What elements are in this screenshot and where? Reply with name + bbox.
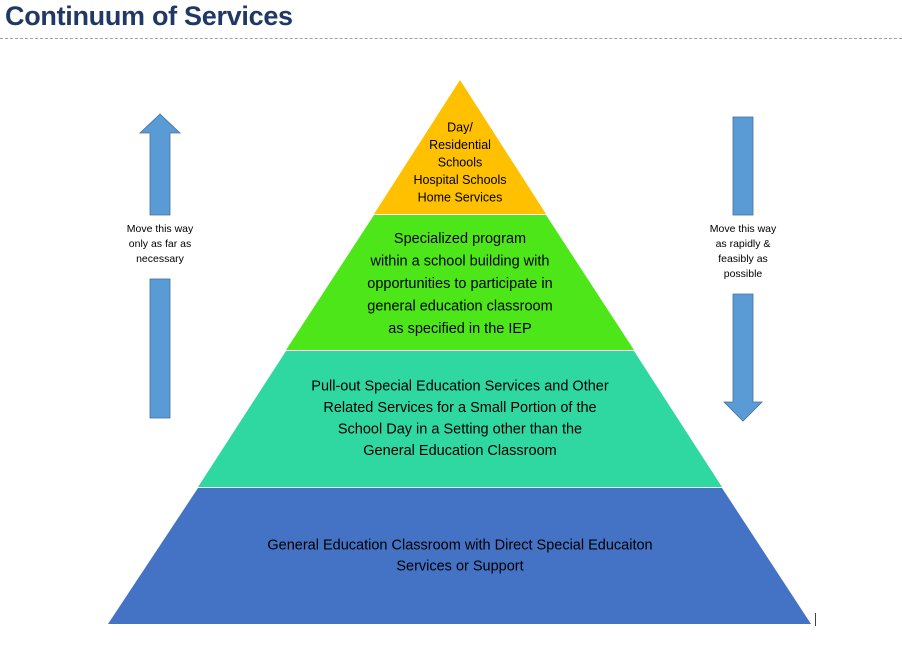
tier-label-line: general education classroom	[367, 298, 552, 314]
pyramid-tier-second	[286, 215, 634, 350]
tier-label-line: School Day in a Setting other than the	[338, 422, 582, 438]
tier-base-label: General Education Classroom with Direct …	[267, 537, 652, 574]
tier-second-label: Specialized program within a school build…	[367, 231, 552, 337]
text-cursor	[815, 613, 816, 626]
tier-label-line: Services or Support	[396, 558, 523, 574]
tier-label-line: General Education Classroom with Direct …	[267, 537, 652, 553]
tier-label-line: within a school building with	[370, 253, 550, 269]
tier-label-line: Residential	[429, 138, 491, 152]
up-arrow-icon	[138, 113, 182, 216]
tier-label-line: Schools	[438, 155, 482, 169]
pyramid-tier-third	[198, 351, 722, 487]
up-arrow-shaft	[149, 278, 171, 419]
pyramid-tier-top	[374, 80, 546, 214]
tier-label-line: Home Services	[418, 190, 503, 204]
title-divider	[0, 38, 902, 39]
down-arrow-icon	[723, 293, 763, 422]
tier-label-line: as specified in the IEP	[388, 321, 531, 337]
tier-label-line: Day/	[447, 120, 473, 134]
left-direction-note: Move this way only as far as necessary	[126, 223, 194, 265]
tier-label-line: Related Services for a Small Portion of …	[323, 400, 596, 416]
down-arrow-shaft	[732, 116, 754, 216]
tier-third-label: Pull-out Special Education Services and …	[311, 379, 609, 460]
tier-label-line: Pull-out Special Education Services and …	[311, 379, 609, 395]
tier-label-line: Hospital Schools	[413, 173, 506, 187]
tier-label-line: opportunities to participate in	[367, 276, 552, 292]
tier-label-line: Specialized program	[394, 231, 526, 247]
pyramid-tier-base	[108, 488, 811, 624]
right-direction-note: Move this way as rapidly & feasibly as p…	[709, 223, 777, 280]
page-title: Continuum of Services	[5, 1, 293, 31]
tier-label-line: General Education Classroom	[363, 443, 556, 459]
